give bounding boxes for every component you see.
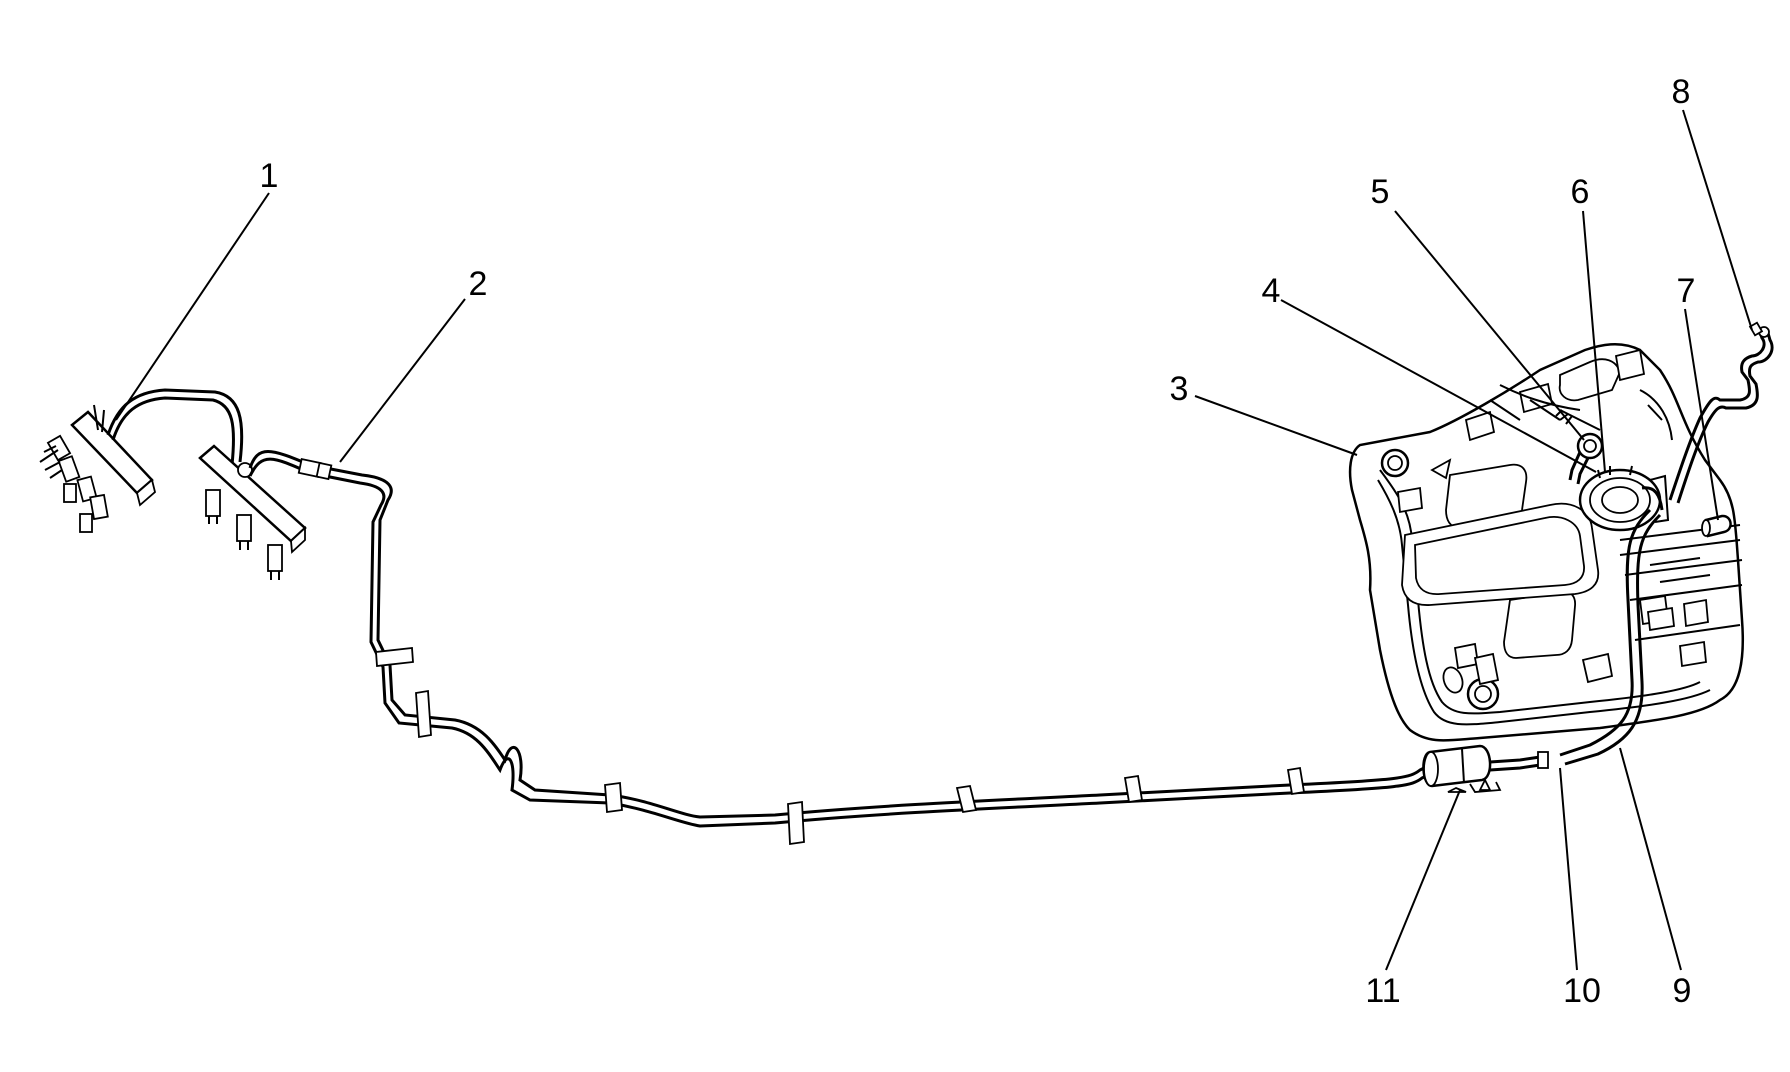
filler-tube-connector	[1701, 514, 1732, 538]
callout-labels: 1 2 3 4 5 6 7 8 9 10 11	[260, 73, 1696, 1010]
line-clips	[375, 647, 1306, 846]
callout-2: 2	[469, 265, 488, 303]
callout-9: 9	[1673, 972, 1692, 1010]
fuel-tank	[1348, 343, 1745, 742]
callout-10: 10	[1563, 972, 1601, 1010]
callout-leaders	[115, 109, 1753, 971]
callout-3: 3	[1170, 370, 1189, 408]
evap-vent-line	[1668, 321, 1774, 504]
fuel-pump-module	[1559, 465, 1670, 766]
fuel-feed-line	[248, 450, 1443, 828]
callout-8: 8	[1672, 73, 1691, 111]
callout-6: 6	[1571, 173, 1590, 211]
callout-1: 1	[260, 157, 279, 195]
fuel-rail-right	[198, 444, 307, 580]
callout-4: 4	[1262, 272, 1281, 310]
crossover-tube	[106, 388, 244, 463]
fuel-rail-left	[39, 404, 157, 533]
callout-7: 7	[1677, 272, 1696, 310]
callout-5: 5	[1371, 173, 1390, 211]
fuel-filter	[1422, 744, 1549, 793]
callout-11: 11	[1365, 972, 1400, 1010]
